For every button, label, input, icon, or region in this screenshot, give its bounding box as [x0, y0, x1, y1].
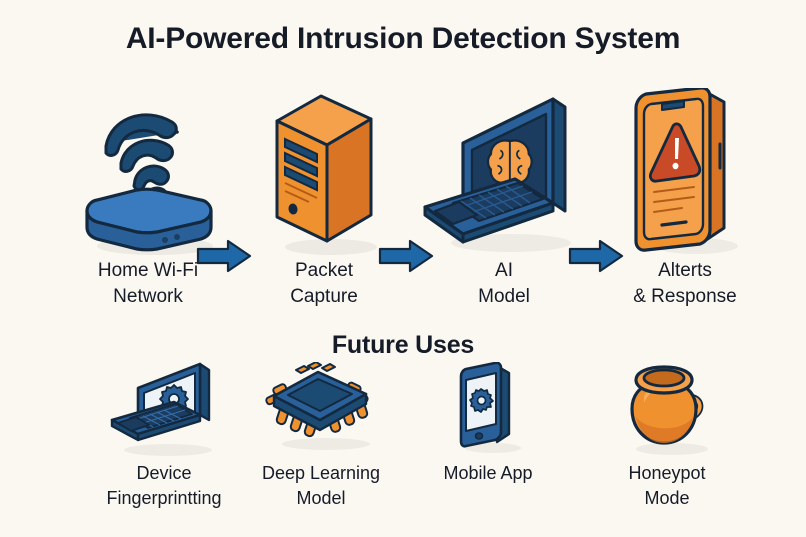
section-title-future-uses: Future Uses	[331, 331, 475, 359]
chip-icon	[232, 362, 410, 457]
future-item-label: Deep Learning Model	[232, 461, 410, 511]
future-item-device-fingerprinting[interactable]: Device Fingerprintting	[75, 362, 253, 522]
future-uses-row: Device Fingerprintting	[0, 362, 806, 522]
arrow-right-icon	[378, 236, 436, 276]
label-line-2: Mode	[644, 488, 690, 508]
phone-alert-icon	[601, 86, 769, 256]
label-line-1: Deep Learning	[261, 463, 381, 483]
future-item-deep-learning-model[interactable]: Deep Learning Model	[232, 362, 410, 522]
label-line-1: Home Wi-Fi	[97, 260, 199, 281]
pipeline-row: Home Wi-Fi Network	[0, 86, 806, 316]
tablet-gear-icon	[399, 362, 577, 457]
label-line-2: Capture	[290, 286, 358, 307]
label-line-1: Mobile App	[443, 463, 533, 483]
pipeline-stage-ai-model[interactable]: AI Model	[420, 86, 588, 316]
arrow-right-icon	[196, 236, 254, 276]
label-line-2: & Response	[633, 286, 737, 307]
label-line-2: Model	[296, 488, 346, 508]
future-item-label: Honeypot Mode	[578, 461, 756, 511]
pipeline-stage-label: Alterts & Response	[601, 258, 769, 310]
honeypot-icon	[578, 362, 756, 457]
label-line-1: Device	[136, 463, 192, 483]
label-line-1: Packet	[294, 260, 354, 281]
label-line-2: Model	[478, 286, 530, 307]
pipeline-stage-home-wifi[interactable]: Home Wi-Fi Network	[64, 86, 232, 316]
pipeline-stage-alerts[interactable]: Alterts & Response	[601, 86, 769, 316]
pipeline-stage-label: AI Model	[420, 258, 588, 310]
future-item-label: Device Fingerprintting	[75, 461, 253, 511]
arrow-right-icon	[568, 236, 626, 276]
pipeline-stage-label: Home Wi-Fi Network	[64, 258, 232, 310]
label-line-1: Honeypot	[628, 463, 706, 483]
label-line-2: Fingerprintting	[106, 488, 222, 508]
label-line-1: Alterts	[658, 260, 712, 281]
laptop-gear-icon	[75, 362, 253, 457]
laptop-brain-icon	[420, 86, 588, 256]
pipeline-stage-label: Packet Capture	[240, 258, 408, 310]
label-line-2: Network	[113, 286, 183, 307]
future-item-label: Mobile App	[399, 461, 577, 486]
pipeline-stage-packet-capture[interactable]: Packet Capture	[240, 86, 408, 316]
future-item-honeypot-mode[interactable]: Honeypot Mode	[578, 362, 756, 522]
page-title: AI-Powered Intrusion Detection System	[125, 22, 681, 55]
server-tower-icon	[240, 86, 408, 256]
label-line-1: AI	[495, 260, 513, 281]
future-item-mobile-app[interactable]: Mobile App	[399, 362, 577, 522]
wifi-router-icon	[64, 86, 232, 256]
